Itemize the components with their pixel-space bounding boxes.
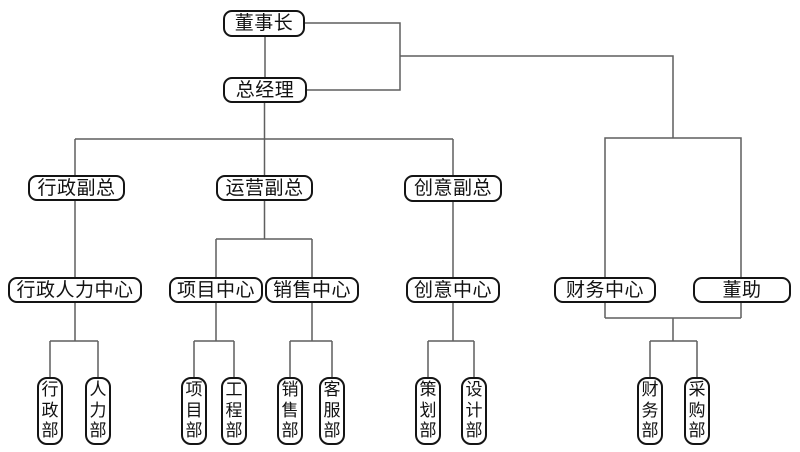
node-general-manager: 总经理 bbox=[223, 77, 307, 103]
node-project-dept-label: 项目部 bbox=[185, 379, 203, 441]
node-assistant: 董助 bbox=[693, 277, 791, 303]
node-admin-vp: 行政副总 bbox=[28, 175, 125, 201]
node-admin-hr-center: 行政人力中心 bbox=[8, 277, 142, 303]
node-sales-center: 销售中心 bbox=[265, 277, 359, 303]
node-engineering-dept: 工程部 bbox=[221, 377, 247, 445]
node-chairman: 董事长 bbox=[223, 10, 305, 37]
node-planning-dept: 策划部 bbox=[415, 377, 441, 445]
node-sales-dept: 销售部 bbox=[277, 377, 303, 445]
node-finance-dept: 财务部 bbox=[637, 377, 663, 445]
node-service-dept-label: 客服部 bbox=[323, 379, 341, 441]
node-purchasing-dept-label: 采购部 bbox=[688, 379, 706, 441]
node-creative-center-label: 创意中心 bbox=[413, 279, 492, 301]
node-admin-dept-label: 行政部 bbox=[41, 379, 59, 441]
node-hr-dept: 人力部 bbox=[85, 377, 111, 445]
node-planning-dept-label: 策划部 bbox=[419, 379, 437, 441]
node-service-dept: 客服部 bbox=[319, 377, 345, 445]
node-ops-vp: 运营副总 bbox=[216, 175, 313, 201]
node-admin-hr-center-label: 行政人力中心 bbox=[16, 279, 134, 301]
node-purchasing-dept: 采购部 bbox=[684, 377, 710, 445]
node-general-manager-label: 总经理 bbox=[235, 79, 295, 101]
node-finance-center-label: 财务中心 bbox=[565, 279, 644, 301]
node-design-dept: 设计部 bbox=[461, 377, 487, 445]
node-creative-center: 创意中心 bbox=[406, 277, 500, 303]
node-sales-dept-label: 销售部 bbox=[281, 379, 299, 441]
node-engineering-dept-label: 工程部 bbox=[225, 379, 243, 441]
node-admin-vp-label: 行政副总 bbox=[37, 177, 116, 199]
node-project-center-label: 项目中心 bbox=[176, 279, 255, 301]
node-assistant-label: 董助 bbox=[722, 279, 762, 301]
node-finance-dept-label: 财务部 bbox=[641, 379, 659, 441]
node-design-dept-label: 设计部 bbox=[465, 379, 483, 441]
node-ops-vp-label: 运营副总 bbox=[225, 177, 304, 199]
node-creative-vp: 创意副总 bbox=[404, 175, 502, 202]
node-admin-dept: 行政部 bbox=[37, 377, 63, 445]
node-hr-dept-label: 人力部 bbox=[89, 379, 107, 441]
node-finance-center: 财务中心 bbox=[554, 277, 656, 303]
node-creative-vp-label: 创意副总 bbox=[413, 178, 492, 199]
node-chairman-label: 董事长 bbox=[234, 13, 294, 34]
node-project-center: 项目中心 bbox=[169, 277, 263, 303]
node-sales-center-label: 销售中心 bbox=[272, 279, 351, 301]
node-project-dept: 项目部 bbox=[181, 377, 207, 445]
